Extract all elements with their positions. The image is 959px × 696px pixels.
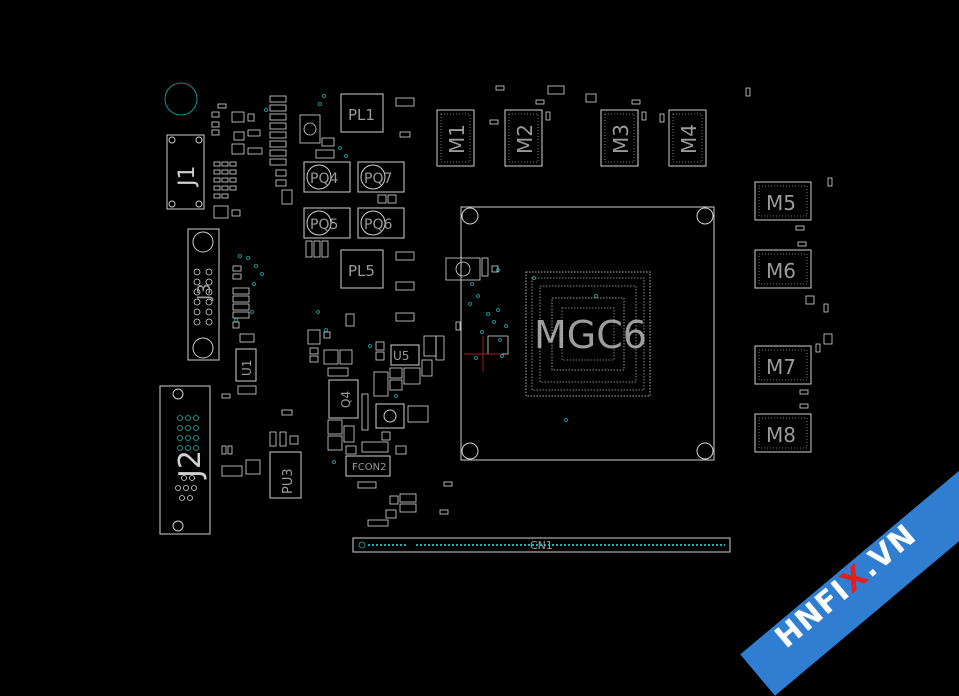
memory-m2[interactable]: M2 [504, 109, 543, 167]
mosfet-pq4[interactable]: PQ4 [303, 161, 351, 193]
mosfet-pq7[interactable]: PQ7 [357, 161, 405, 193]
mosfet-pq6[interactable]: PQ6 [357, 207, 405, 239]
pu3-label: PU3 [281, 468, 296, 494]
m6-label: M6 [766, 259, 796, 283]
gpu-label: MGC6 [534, 313, 647, 357]
q4-label: Q4 [339, 391, 353, 408]
vias [234, 94, 598, 464]
m8-label: M8 [766, 423, 796, 447]
pcb-boardview: J1 J3 J2 [159, 82, 833, 553]
u5-label: U5 [393, 349, 409, 363]
ic-u1[interactable]: U1 [235, 348, 257, 382]
connector-j2[interactable]: J2 [159, 385, 211, 535]
u1-label: U1 [240, 360, 254, 376]
gpu-package[interactable]: MGC6 [460, 206, 715, 461]
small-part [395, 97, 415, 107]
connector-j3[interactable]: J3 [187, 228, 220, 361]
m3-label: M3 [609, 124, 633, 154]
j2-label: J2 [173, 450, 208, 480]
pq4-label: PQ4 [310, 171, 338, 187]
j1-label: J1 [175, 166, 200, 189]
transistor-q4[interactable]: Q4 [328, 379, 359, 419]
small-part [399, 131, 411, 138]
inductor-pl5[interactable]: PL5 [340, 249, 384, 289]
pq5-label: PQ5 [310, 217, 338, 233]
m4-label: M4 [677, 124, 701, 154]
memory-m5[interactable]: M5 [754, 181, 812, 221]
m7-label: M7 [766, 355, 796, 379]
ic-pu3[interactable]: PU3 [269, 451, 302, 499]
memory-m4[interactable]: M4 [668, 109, 707, 167]
mounting-hole [164, 82, 198, 116]
connector-j1[interactable]: J1 [166, 134, 205, 210]
top-passives [445, 85, 833, 409]
ic-u5[interactable]: U5 [390, 344, 420, 366]
m5-label: M5 [766, 191, 796, 215]
pl1-label: PL1 [348, 106, 375, 124]
ic-marker [383, 409, 397, 423]
inductor-pl1[interactable]: PL1 [340, 93, 384, 133]
memory-chips: M1 M2 M3 M4 M5 M6 M7 [436, 109, 812, 453]
passive-cluster-left [211, 103, 263, 219]
j3-label: J3 [194, 283, 215, 301]
mosfet-pq5[interactable]: PQ5 [303, 207, 351, 239]
pq6-label: PQ6 [364, 217, 392, 233]
connector-fcon2[interactable]: FCON2 [345, 455, 391, 477]
passive-cluster-q4 [221, 313, 453, 527]
edge-connector-cn1[interactable]: CN1 [352, 537, 731, 553]
memory-m3[interactable]: M3 [600, 109, 639, 167]
m1-label: M1 [445, 124, 469, 154]
pq7-label: PQ7 [364, 171, 392, 187]
memory-m6[interactable]: M6 [754, 249, 812, 289]
fcon2-label: FCON2 [352, 462, 386, 473]
passive-cluster-mid [281, 189, 415, 322]
pl5-label: PL5 [348, 262, 375, 280]
memory-m1[interactable]: M1 [436, 109, 475, 167]
ic-unlabeled[interactable] [375, 403, 405, 429]
passive-cluster-j3 [232, 265, 257, 395]
memory-m7[interactable]: M7 [754, 345, 812, 385]
memory-m8[interactable]: M8 [754, 413, 812, 453]
resistor-array-top [269, 95, 335, 187]
cn1-label: CN1 [530, 539, 553, 552]
m2-label: M2 [513, 124, 537, 154]
